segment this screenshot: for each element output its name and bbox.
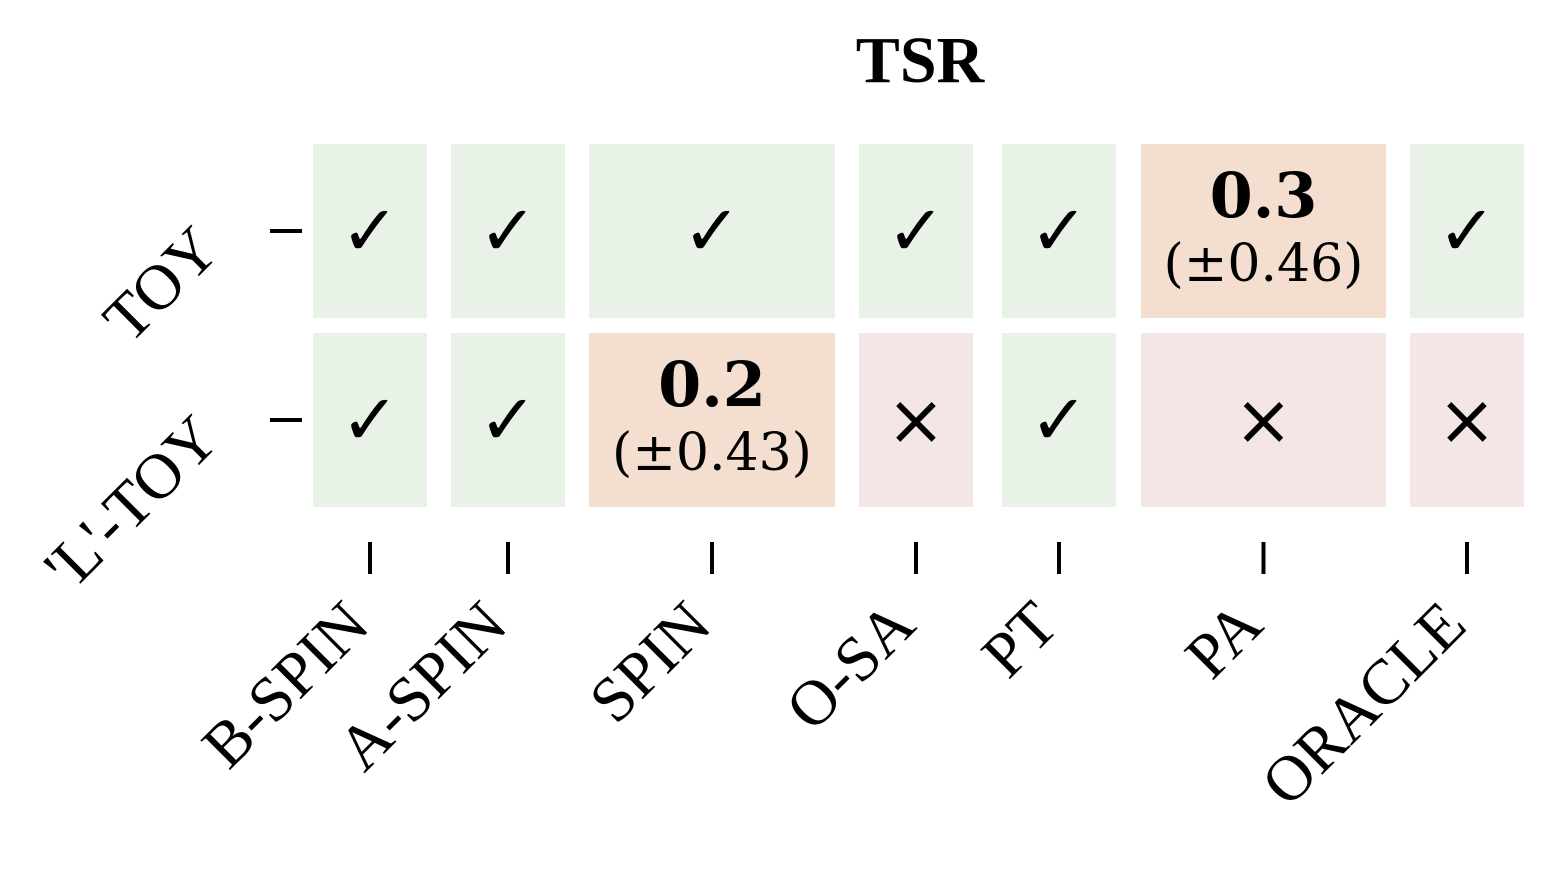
chart-title: TSR <box>856 24 986 97</box>
cell-toy-spin-check-icon: ✓ <box>683 190 742 272</box>
cell-toy-pt <box>1002 144 1116 318</box>
cell-toy-oracle <box>1410 144 1524 318</box>
row-label-toy: TOY <box>90 213 232 355</box>
row-labels: TOY 'L'-TOY <box>30 213 302 603</box>
cell-l-toy-o-sa-cross-icon: × <box>887 379 946 461</box>
row-label-l-toy: 'L'-TOY <box>30 402 231 603</box>
cell-l-toy-a-spin-check-icon: ✓ <box>479 379 538 461</box>
cell-toy-pa-error: (±0.46) <box>1164 234 1364 294</box>
cell-l-toy-pa-cross-icon: × <box>1234 379 1293 461</box>
cell-toy-spin <box>589 144 835 318</box>
column-label-pt: PT <box>968 588 1071 691</box>
cell-l-toy-spin-value: 0.2 <box>658 348 766 421</box>
cell-l-toy-b-spin-check-icon: ✓ <box>341 379 400 461</box>
cell-toy-pt-check-icon: ✓ <box>1030 190 1089 272</box>
cell-l-toy-pa <box>1141 333 1386 507</box>
column-label-spin: SPIN <box>576 588 724 736</box>
cell-l-toy-oracle-cross-icon: × <box>1438 379 1497 461</box>
cell-l-toy-a-spin <box>451 333 565 507</box>
cell-l-toy-spin-error: (±0.43) <box>612 423 812 483</box>
cell-toy-pa-value: 0.3 <box>1210 159 1318 232</box>
cell-toy-oracle-check-icon: ✓ <box>1438 190 1497 272</box>
column-label-o-sa: O-SA <box>772 588 928 744</box>
cell-toy-a-spin-check-icon: ✓ <box>479 190 538 272</box>
column-label-pa: PA <box>1171 588 1275 692</box>
cell-l-toy-o-sa <box>859 333 973 507</box>
cell-toy-o-sa-check-icon: ✓ <box>887 190 946 272</box>
cell-l-toy-pt-check-icon: ✓ <box>1030 379 1089 461</box>
heatmap-cells: ✓ ✓ ✓ ✓ ✓ 0.3(±0.46) ✓ ✓ ✓ 0.2(±0.43) × ✓ × × <box>313 144 1524 507</box>
cell-l-toy-spin <box>589 333 835 507</box>
column-label-oracle: ORACLE <box>1248 588 1479 819</box>
cell-toy-pa <box>1141 144 1386 318</box>
cell-l-toy-oracle <box>1410 333 1524 507</box>
cell-toy-b-spin <box>313 144 427 318</box>
cell-l-toy-pt <box>1002 333 1116 507</box>
cell-l-toy-b-spin <box>313 333 427 507</box>
cell-toy-a-spin <box>451 144 565 318</box>
cell-toy-o-sa <box>859 144 973 318</box>
cell-toy-b-spin-check-icon: ✓ <box>341 190 400 272</box>
